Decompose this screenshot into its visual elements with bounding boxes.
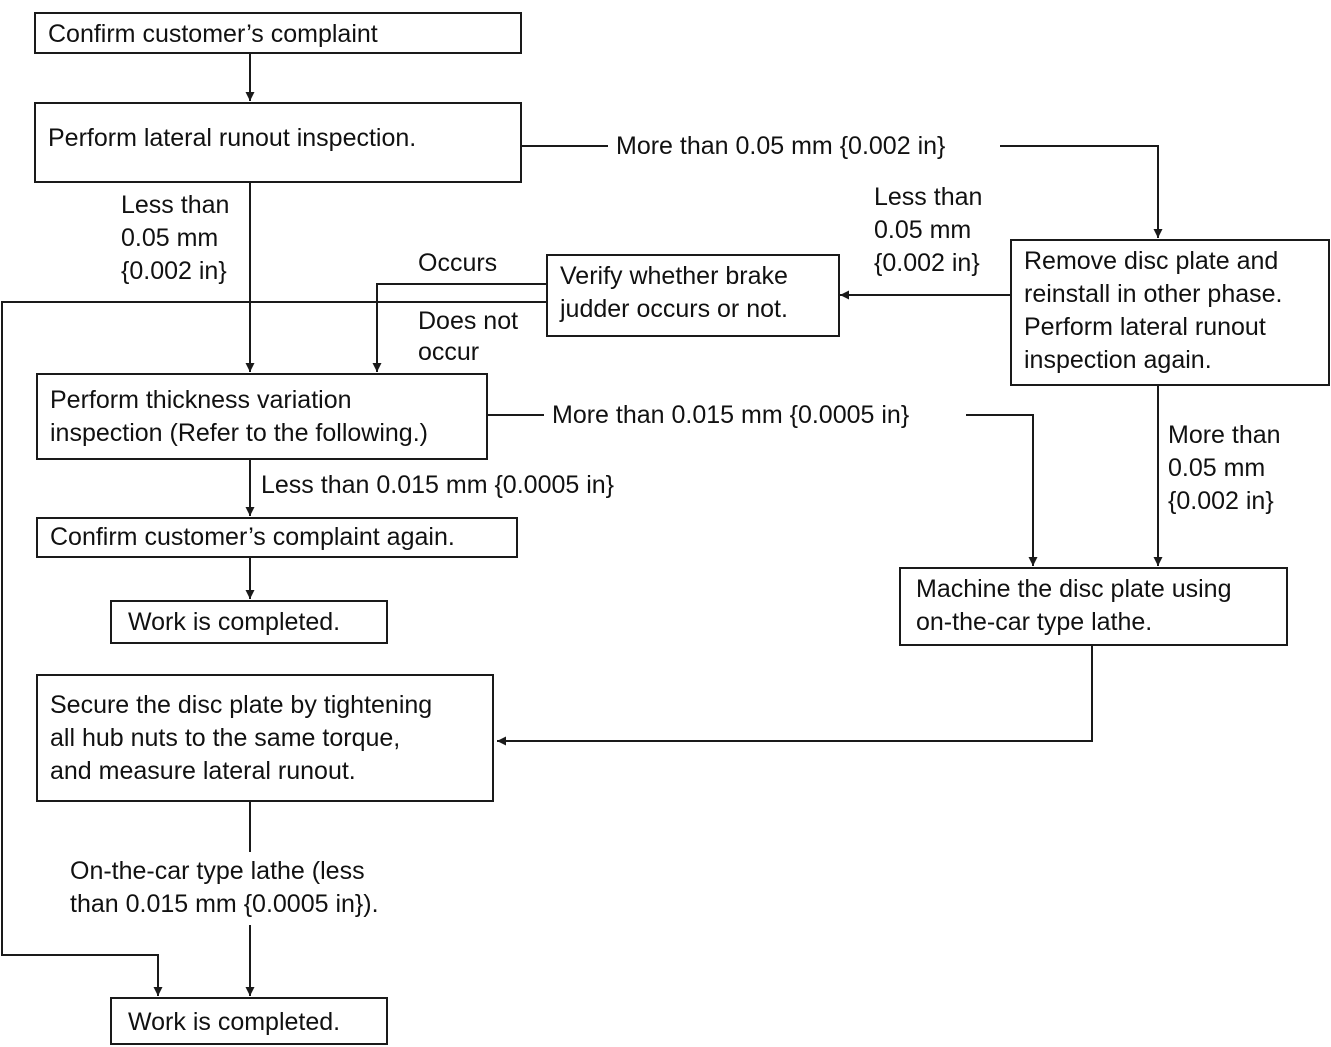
label-less-than-005-right: Less than 0.05 mm {0.002 in} <box>874 183 983 277</box>
remove-reinstall-box: Remove disc plate and reinstall in other… <box>1010 239 1330 386</box>
label-lathe-result: On-the-car type lathe (less than 0.015 m… <box>70 855 379 921</box>
verify-judder-box: Verify whether brake judder occurs or no… <box>546 254 840 337</box>
label-more-than-005-top: More than 0.05 mm {0.002 in} <box>616 130 946 163</box>
work-completed-box-1: Work is completed. <box>110 600 388 644</box>
connector-verify-to-thickness <box>372 283 546 372</box>
confirm-complaint-box: Confirm customer’s complaint <box>34 12 522 54</box>
connector-runout-to-remove <box>522 145 1158 238</box>
connector-machine-to-secure <box>497 646 1093 746</box>
work-completed-box-2: Work is completed. <box>110 997 388 1045</box>
confirm-again-box: Confirm customer’s complaint again. <box>36 517 518 558</box>
label-less-than-005-left: Less than 0.05 mm {0.002 in} <box>121 189 230 288</box>
label-does-not-occur: Does not occur <box>418 307 519 366</box>
connector-verify-to-final <box>1 301 546 996</box>
lateral-runout-box: Perform lateral runout inspection. <box>34 102 522 183</box>
label-less-than-0015: Less than 0.015 mm {0.0005 in} <box>261 471 615 499</box>
connector-thickness-to-machine <box>488 414 1033 566</box>
machine-disc-box: Machine the disc plate using on-the-car … <box>899 567 1288 646</box>
label-more-than-005-right: More than 0.05 mm {0.002 in} <box>1168 421 1281 515</box>
thickness-variation-box: Perform thickness variation inspection (… <box>36 373 488 460</box>
label-more-than-0015: More than 0.015 mm {0.0005 in} <box>552 399 910 432</box>
secure-disc-box: Secure the disc plate by tightening all … <box>36 674 494 802</box>
label-occurs: Occurs <box>418 249 498 277</box>
